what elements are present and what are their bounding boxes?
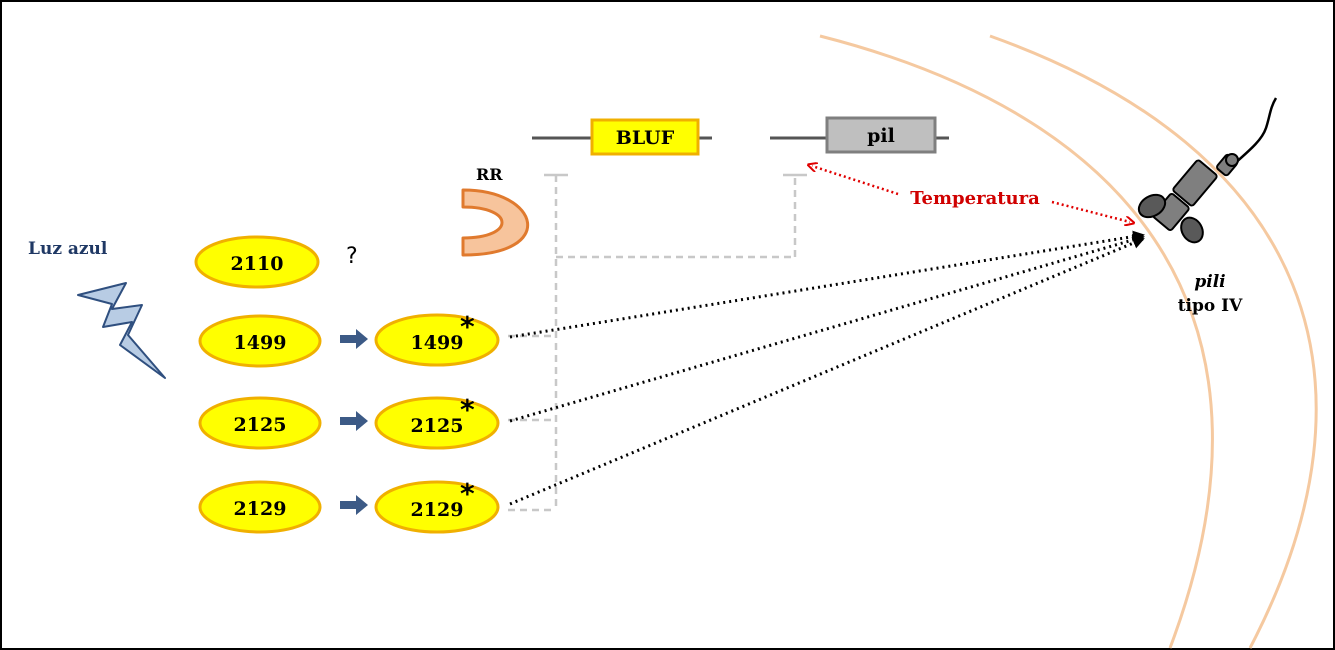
pili-label-line2: tipo IV [1178,296,1243,316]
protein-2110-label: 2110 [231,253,284,275]
bluf-gene-box [590,118,700,156]
unknown-mark: ? [346,244,358,269]
protein-2129-p-label: 2129 [411,499,464,521]
protein-1499-phosphorylated: 1499 * [374,310,500,367]
protein-1499-label: 1499 [234,332,287,354]
outer-membrane [819,34,1214,649]
arrow-2129-icon [340,495,368,515]
protein-2129: 2129 [198,480,322,534]
protein-2125-phosphorylated: 2125 * [374,393,500,450]
phosphorylation-arrows [340,329,368,515]
phospho-mark-2129: * [460,477,475,510]
temperature-arrow-pili [1051,200,1130,222]
rr-label: RR [476,165,503,184]
pili-machine-icon [1137,97,1278,244]
arrow-1499-icon [340,329,368,349]
pil-gene-label: pil [867,125,895,147]
protein-2125-label: 2125 [234,414,287,436]
protein-1499-p-label: 1499 [411,332,464,354]
inner-membrane [989,34,1318,649]
lightning-bolt-icon [77,282,166,379]
pili-label-line1: pili [1194,272,1225,292]
light-label: Luz azul [28,239,108,259]
pil-gene-box [825,116,937,154]
temperature-label: Temperatura [910,188,1040,209]
phospho-mark-1499: * [460,310,475,343]
temperature-arrow-pil [812,166,899,196]
pili-activation-lines [509,230,1145,506]
phospho-mark-2125: * [460,393,475,426]
protein-2129-label: 2129 [234,498,287,520]
protein-2125: 2125 [198,396,322,450]
bluf-gene-label: BLUF [616,127,675,149]
protein-1499: 1499 [198,314,322,368]
regulation-lines [508,173,807,512]
protein-2129-phosphorylated: 2129 * [374,477,500,534]
protein-2110: 2110 [194,235,320,289]
protein-2125-p-label: 2125 [411,415,464,437]
arrow-2125-icon [340,411,368,431]
response-regulator-shape [461,188,529,257]
